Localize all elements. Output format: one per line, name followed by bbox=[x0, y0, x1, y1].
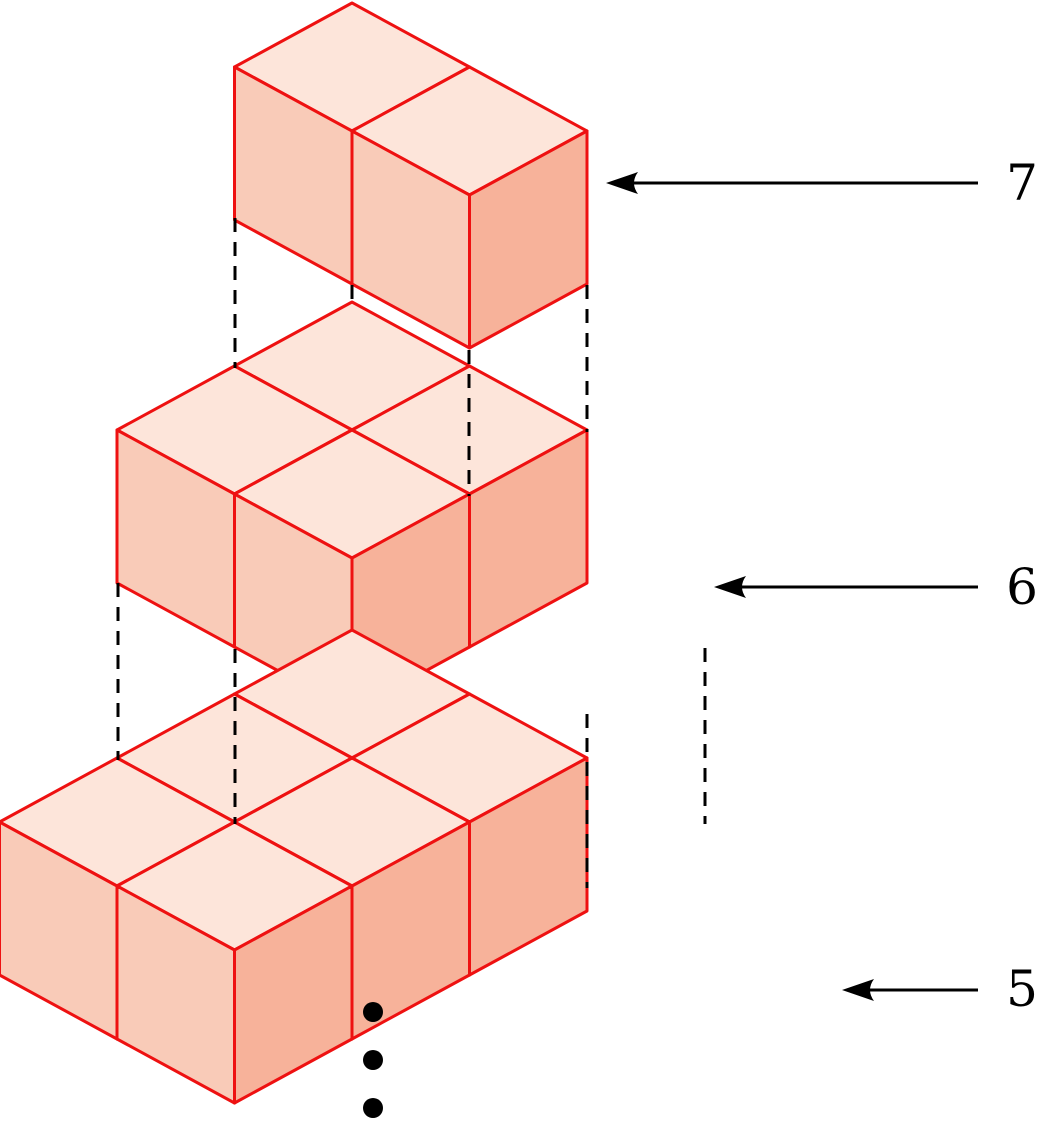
cube bbox=[350, 65, 589, 350]
arrow-icon bbox=[842, 979, 978, 1001]
vertical-ellipsis-icon bbox=[363, 1002, 383, 1118]
layer-label-6: 6 bbox=[1006, 558, 1038, 616]
arrow-icon bbox=[606, 172, 978, 194]
ellipsis-dot bbox=[363, 1050, 383, 1070]
layer-label-7: 7 bbox=[1006, 154, 1038, 212]
layer-label-5: 5 bbox=[1006, 960, 1038, 1018]
ellipsis-dot bbox=[363, 1098, 383, 1118]
ellipsis-dot bbox=[363, 1002, 383, 1022]
cube-layer-5 bbox=[0, 628, 589, 1105]
cube-right-face bbox=[468, 129, 589, 350]
dashed-guide-lines bbox=[116, 218, 707, 888]
cube-layer-7 bbox=[233, 1, 589, 350]
cube-right-face bbox=[233, 884, 354, 1105]
cube-layer-6 bbox=[115, 300, 589, 713]
cube bbox=[115, 820, 354, 1105]
arrow-icon bbox=[714, 576, 978, 598]
layer-arrows bbox=[606, 172, 978, 1001]
